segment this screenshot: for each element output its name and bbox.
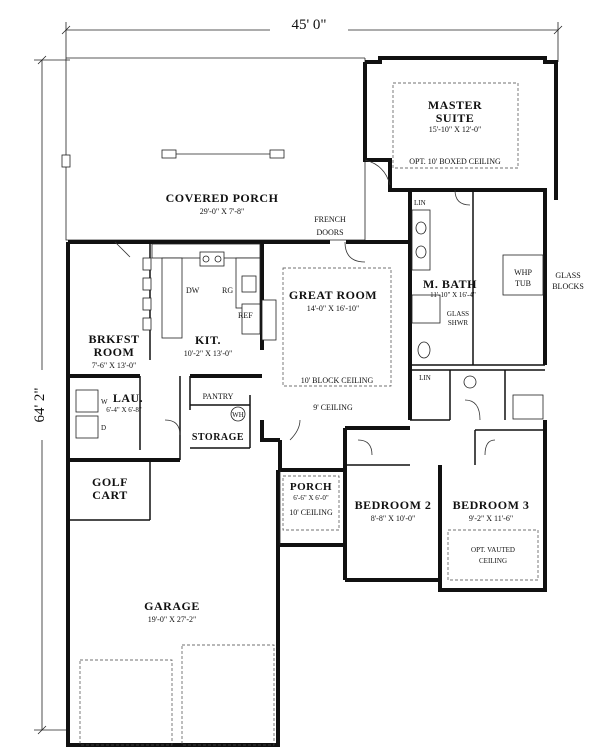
kitchen-rg: RG [222,286,233,295]
glass-shwr-2: SHWR [448,319,469,327]
covered-porch-name: COVERED PORCH [166,191,279,205]
wh-label: WH [232,411,244,419]
porch-name: PORCH [290,481,332,493]
breakfast-label: BRKFST ROOM 7'-6" X 13'-0" [88,332,139,370]
master-suite-dims: 15'-10" X 12'-0" [429,125,482,134]
overall-width-dimension: 45' 0" [61,14,563,62]
covered-porch-dims: 29'-0" X 7'-8" [200,207,245,216]
garage-dims: 19'-0" X 27'-2" [148,615,197,624]
main-walls [66,188,547,747]
bath-fixtures [75,209,544,439]
golf-cart-name-1: GOLF [92,475,128,489]
great-room-dims: 14'-0" X 16'-10" [307,304,360,313]
laundry-label: LAU. 6'-4" X 6'-8" W D [101,391,143,432]
porch-dims: 6'-6" X 6'-0" [293,494,329,502]
whp-tub-1: WHP [514,268,532,277]
bedroom3-note-1: OPT. VAUTED [471,546,515,554]
glass-blocks-2: BLOCKS [552,282,584,291]
kitchen-dw: DW [186,286,200,295]
breakfast-dims: 7'-6" X 13'-0" [92,361,137,370]
bedroom2-label: BEDROOM 2 8'-8" X 10'-0" [355,498,432,523]
bedroom3-name: BEDROOM 3 [453,498,530,512]
garage-doors [79,644,275,746]
master-suite-note: OPT. 10' BOXED CEILING [409,157,501,166]
great-room-name: GREAT ROOM [289,288,377,302]
overall-width-label: 45' 0" [291,17,326,33]
breakfast-name-2: ROOM [94,345,135,359]
french-doors-1: FRENCH [314,215,346,224]
master-bath-lin: LIN [414,199,426,207]
laundry-d: D [101,424,106,432]
pantry-label: PANTRY [203,392,234,401]
overall-depth-label: 64' 2" [32,387,48,422]
porch-note: 10' CEILING [289,508,333,517]
storage-label: STORAGE [192,432,244,443]
kitchen-ref: REF [238,311,253,320]
doors [114,189,496,456]
covered-porch-label: COVERED PORCH 29'-0" X 7'-8" [166,191,279,216]
kitchen-name: KIT. [195,333,221,347]
bedroom3-note-2: CEILING [479,557,507,565]
breakfast-name-1: BRKFST [88,332,139,346]
great-room-note: 10' BLOCK CEILING [301,376,374,385]
glass-shwr-1: GLASS [447,310,469,318]
ceiling-outlines [282,267,539,581]
laundry-name: LAU. [113,391,143,405]
hall-lin-label: LIN [419,374,431,382]
porch-label: PORCH 6'-6" X 6'-0" 10' CEILING [289,481,333,517]
golf-cart-name-2: CART [92,488,128,502]
french-doors-2: DOORS [316,228,343,237]
kitchen-dims: 10'-2" X 13'-0" [184,349,233,358]
bedroom3-label: BEDROOM 3 9'-2" X 11'-6" OPT. VAUTED CEI… [453,498,530,565]
overall-depth-dimension: 64' 2" [28,55,70,735]
garage-name: GARAGE [144,599,200,613]
master-suite-label: MASTER SUITE 15'-10" X 12'-0" OPT. 10' B… [409,98,501,166]
master-bath-label: LIN M. BATH 11'-10" X 16'-4" WHP TUB GLA… [414,199,584,327]
golf-cart-label: GOLF CART [92,475,128,502]
nine-ft-ceiling-label: 9' CEILING [313,403,353,412]
french-doors-label: FRENCH DOORS [314,215,346,237]
bedroom2-dims: 8'-8" X 10'-0" [371,514,416,523]
garage-label: GARAGE 19'-0" X 27'-2" [144,599,200,624]
great-room-label: GREAT ROOM 14'-0" X 16'-10" 10' BLOCK CE… [289,288,377,385]
master-suite-walls [363,56,558,200]
whp-tub-2: TUB [515,279,531,288]
laundry-dims: 6'-4" X 6'-8" [106,406,142,414]
glass-blocks-1: GLASS [555,271,580,280]
bedroom2-name: BEDROOM 2 [355,498,432,512]
laundry-w: W [101,398,108,406]
master-bath-dims: 11'-10" X 16'-4" [430,291,476,299]
kitchen-label: KIT. 10'-2" X 13'-0" DW RG REF [184,286,253,358]
master-suite-name-1: MASTER [428,98,482,112]
kitchen-fixtures [142,243,277,341]
bedroom3-dims: 9'-2" X 11'-6" [469,514,513,523]
master-bath-name: M. BATH [423,277,477,291]
master-suite-name-2: SUITE [436,111,475,125]
